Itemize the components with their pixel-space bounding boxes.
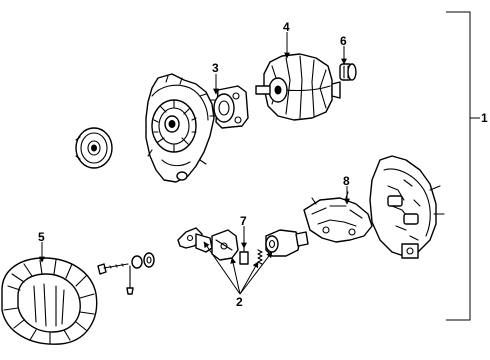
callouts: 1 2 3 4 5 6 7 8 [38, 20, 488, 309]
callout-7: 7 [240, 214, 247, 228]
leader-2b [230, 257, 241, 295]
pin [126, 265, 134, 295]
callout-5: 5 [38, 230, 45, 244]
leader-lines [39, 32, 350, 295]
rectifier [303, 191, 373, 243]
regulator [265, 229, 309, 257]
callout-2: 2 [236, 295, 243, 309]
assembly-bracket [446, 11, 480, 321]
through-bolt [97, 263, 129, 275]
brush-spring [257, 249, 263, 265]
leader-2c [239, 261, 259, 295]
pulley [75, 127, 113, 169]
rear-housing [369, 155, 445, 259]
rotor [255, 53, 341, 121]
stator [1, 257, 98, 345]
callout-4: 4 [283, 20, 290, 34]
leader-2d [239, 251, 273, 295]
callout-8: 8 [343, 174, 350, 188]
front-housing [145, 73, 215, 183]
callout-1: 1 [481, 111, 488, 125]
nut-and-washer [131, 252, 155, 269]
leader-2a [203, 241, 241, 295]
rear-bearing [339, 63, 357, 81]
brush-holder [211, 229, 239, 261]
terminal-bracket [177, 227, 213, 253]
callout-3: 3 [212, 61, 219, 75]
bearing-retainer [209, 85, 249, 129]
callout-6: 6 [340, 34, 347, 48]
